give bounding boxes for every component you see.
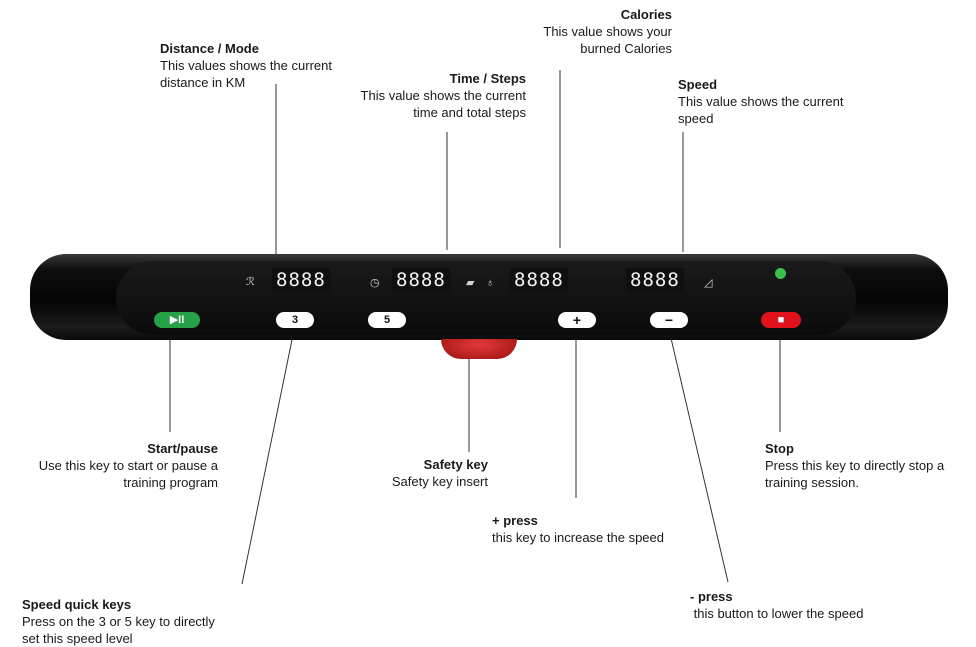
label-safety: Safety key Safety key insert bbox=[392, 456, 488, 490]
label-calories-title: Calories bbox=[620, 7, 672, 22]
label-time-desc: This value shows the current time and to… bbox=[360, 88, 526, 120]
label-distance-desc: This values shows the current distance i… bbox=[160, 58, 332, 90]
label-start-title: Start/pause bbox=[147, 441, 218, 456]
label-plus: + press this key to increase the speed bbox=[492, 512, 664, 546]
label-stop: Stop Press this key to directly stop a t… bbox=[765, 440, 944, 491]
label-minus-title: - press bbox=[690, 589, 733, 604]
label-stop-desc: Press this key to directly stop a traini… bbox=[765, 458, 945, 490]
safety-key-knob[interactable] bbox=[441, 339, 517, 359]
leader-quick bbox=[241, 329, 295, 585]
label-safety-title: Safety key bbox=[423, 457, 488, 472]
calories-display: 8888 bbox=[510, 268, 568, 292]
label-plus-desc: this key to increase the speed bbox=[492, 530, 664, 545]
label-start: Start/pause Use this key to start or pau… bbox=[39, 440, 218, 491]
label-plus-title: + press bbox=[492, 513, 538, 528]
label-quick-title: Speed quick keys bbox=[22, 597, 132, 612]
label-calories: Calories This value shows your burned Ca… bbox=[543, 6, 672, 57]
leader-minus bbox=[669, 333, 729, 583]
speed-display: 8888 bbox=[626, 268, 684, 292]
speed-icon: ◿ bbox=[704, 277, 713, 289]
label-distance: Distance / Mode This values shows the cu… bbox=[160, 40, 332, 91]
label-minus-desc: this button to lower the speed bbox=[690, 606, 864, 621]
stop-button[interactable]: ■ bbox=[761, 312, 801, 328]
distance-display: 8888 bbox=[272, 268, 330, 292]
label-speed: Speed This value shows the current speed bbox=[678, 76, 843, 127]
label-calories-desc: This value shows your burned Calories bbox=[543, 24, 672, 56]
speed-5-button[interactable]: 5 bbox=[368, 312, 406, 328]
label-minus: - press this button to lower the speed bbox=[690, 588, 863, 622]
label-stop-title: Stop bbox=[765, 441, 794, 456]
label-time: Time / Steps This value shows the curren… bbox=[361, 70, 526, 121]
flame-icon: ♁ bbox=[486, 277, 495, 289]
label-start-desc: Use this key to start or pause a trainin… bbox=[38, 458, 218, 490]
label-speed-desc: This value shows the current speed bbox=[678, 94, 844, 126]
clock-icon: ◷ bbox=[370, 277, 380, 289]
label-safety-desc: Safety key insert bbox=[391, 474, 488, 489]
status-indicator-icon bbox=[775, 268, 786, 279]
control-panel bbox=[116, 261, 856, 335]
label-time-title: Time / Steps bbox=[449, 71, 526, 86]
label-speed-title: Speed bbox=[678, 77, 718, 92]
distance-mode-icon: ℛ bbox=[246, 276, 255, 288]
plus-button[interactable]: + bbox=[558, 312, 596, 328]
minus-button[interactable]: − bbox=[650, 312, 688, 328]
label-quick-desc: Press on the 3 or 5 key to directly set … bbox=[22, 614, 215, 646]
speed-3-button[interactable]: 3 bbox=[276, 312, 314, 328]
time-display: 8888 bbox=[392, 268, 450, 292]
label-distance-title: Distance / Mode bbox=[160, 41, 259, 56]
start-pause-button[interactable]: ▶II bbox=[154, 312, 200, 328]
label-quick: Speed quick keys Press on the 3 or 5 key… bbox=[22, 596, 215, 647]
shoe-icon: ▰ bbox=[466, 277, 475, 289]
